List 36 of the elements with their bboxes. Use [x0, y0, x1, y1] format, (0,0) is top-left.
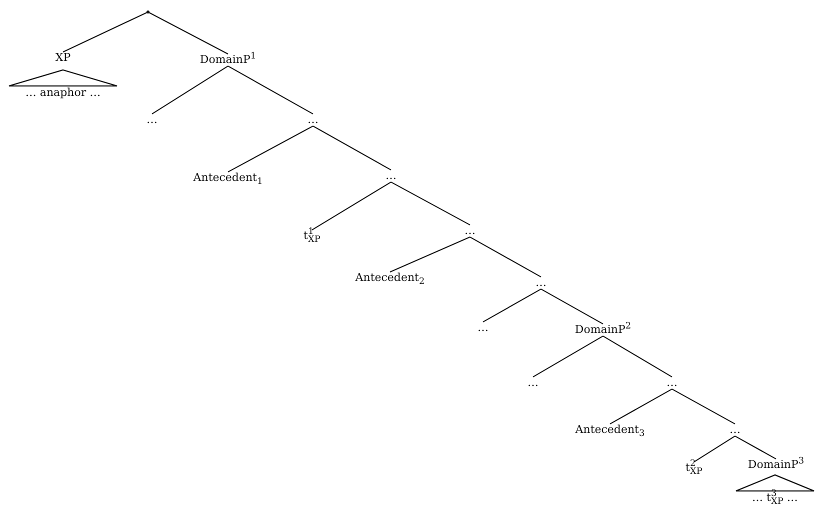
branch-line — [734, 436, 776, 460]
branch-line — [540, 288, 604, 324]
branch-line — [148, 12, 228, 54]
branch-line — [532, 336, 604, 378]
branch-line — [228, 66, 314, 114]
tree-label: DomainP$^{2}$ — [574, 324, 632, 336]
tree-label: … — [308, 114, 318, 126]
branch-line — [390, 182, 470, 226]
tree-label: … — [536, 276, 546, 290]
branch-line — [152, 66, 228, 114]
tree-label: … — [146, 114, 158, 126]
branch-line — [470, 236, 542, 278]
tree-label: … — [464, 224, 476, 238]
tree-label: Antecedent$_{2}$ — [355, 272, 425, 284]
branch-line — [610, 388, 672, 424]
branch-line — [602, 336, 672, 378]
branch-line — [62, 12, 148, 52]
branch-point — [146, 10, 150, 14]
tree-label: … anaphor … — [25, 86, 101, 100]
tree-label: … — [478, 322, 488, 334]
branch-line — [390, 236, 470, 272]
branch-line — [312, 126, 392, 170]
branch-line — [694, 436, 736, 462]
tree-label: … — [386, 170, 396, 182]
tree-label: XP — [55, 52, 71, 64]
tree-label: … — [666, 376, 678, 390]
tree-label: … — [528, 376, 538, 390]
branch-line — [312, 182, 392, 230]
tree-label: DomainP$^{3}$ — [748, 458, 804, 472]
tree-label: DomainP$^{1}$ — [200, 54, 256, 66]
tree-label: … — [730, 424, 740, 436]
branch-line — [672, 388, 736, 424]
tree-label: Antecedent$_{3}$ — [575, 424, 645, 436]
tree-label: Antecedent$_{1}$ — [193, 172, 263, 184]
branch-line — [482, 288, 542, 322]
branch-line — [228, 126, 314, 172]
